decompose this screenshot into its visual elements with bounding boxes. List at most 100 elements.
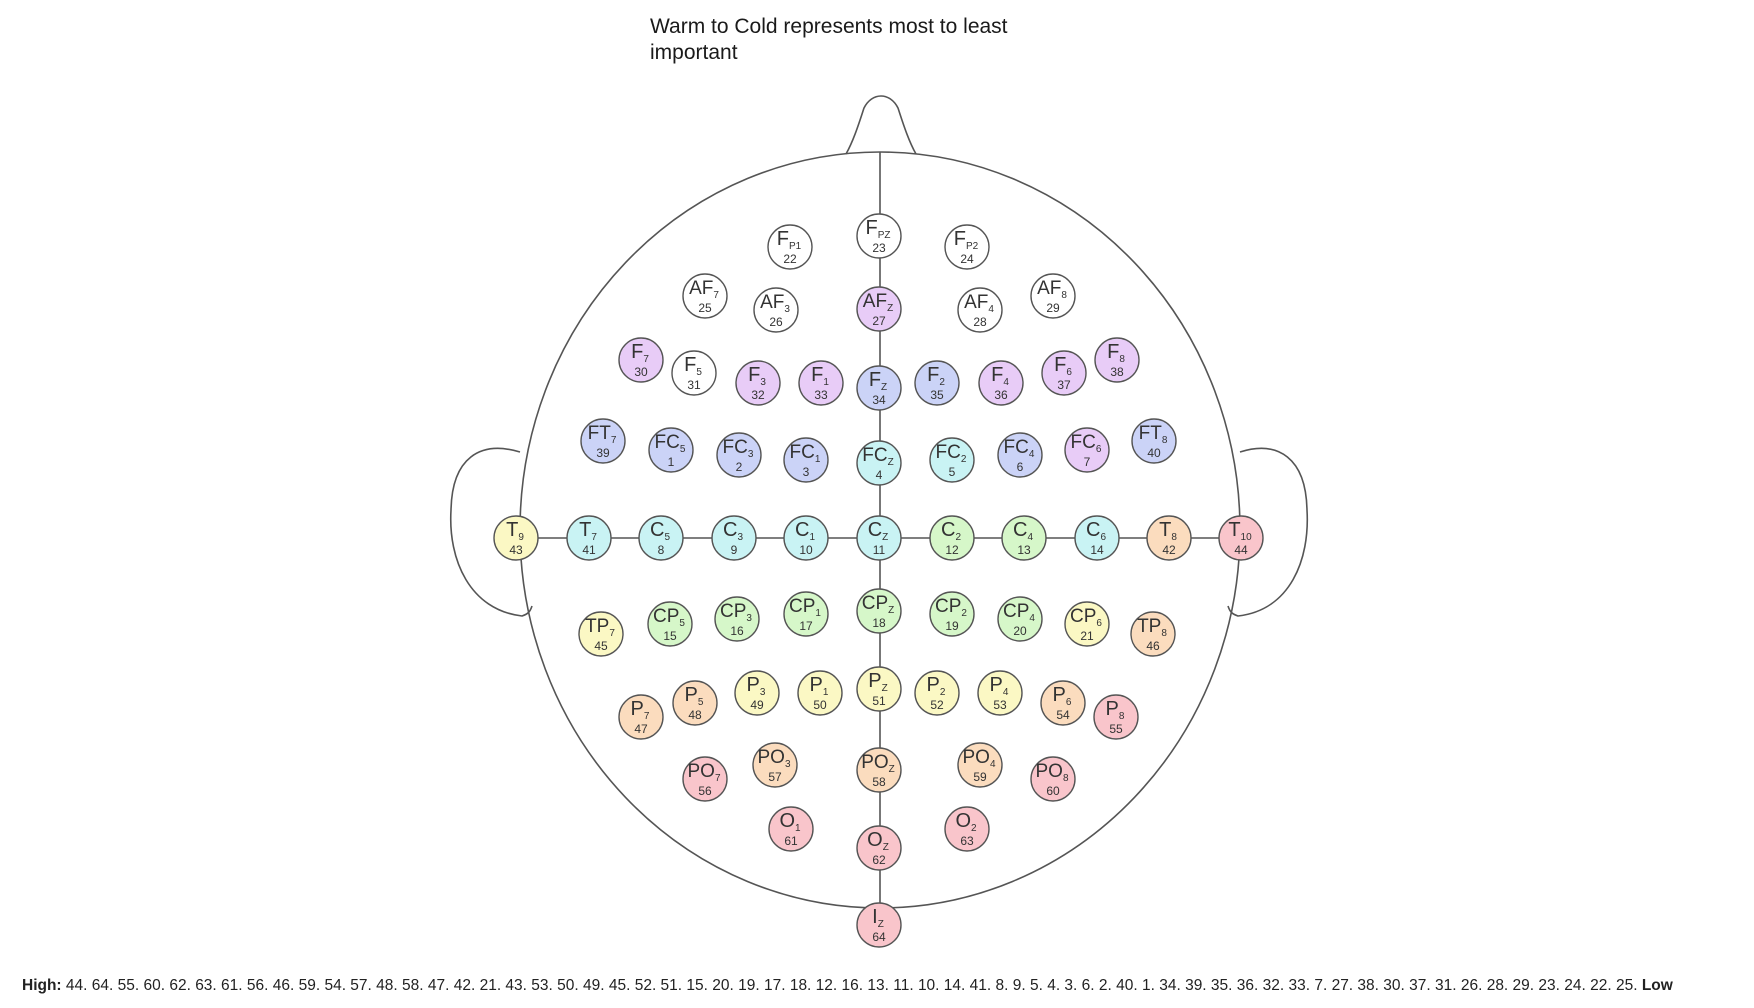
electrode-label: AFZ (863, 291, 893, 314)
electrode-number: 7 (1084, 455, 1091, 469)
electrode-circle (944, 224, 990, 270)
electrode-subscript: 1 (795, 823, 801, 834)
electrode-name: FC (936, 442, 961, 463)
electrode-subscript: 3 (784, 304, 790, 315)
electrode-label: CP5 (653, 606, 685, 629)
electrode-label: CP3 (720, 601, 752, 624)
electrode-subscript: 2 (971, 823, 977, 834)
electrode-subscript: 7 (611, 435, 617, 446)
electrode-subscript: 6 (1096, 444, 1102, 455)
electrode-subscript: Z (888, 605, 894, 616)
electrode-circle (618, 337, 664, 383)
electrode-circle (797, 670, 843, 716)
electrode-name: FC (655, 432, 680, 453)
electrode-circle (682, 273, 728, 319)
electrode-circle (856, 515, 902, 561)
electrode-label: FCZ (862, 445, 893, 468)
electrode-name: P (1053, 684, 1066, 706)
electrode-name: CP (862, 593, 888, 614)
electrode-name: P (990, 674, 1003, 696)
electrode-circle (929, 591, 975, 637)
electrode-circle (783, 437, 829, 483)
electrode-number: 34 (872, 393, 886, 407)
electrode-label: PZ (868, 670, 887, 694)
electrode-label: FPZ (866, 217, 891, 241)
electrode-number: 59 (973, 770, 987, 784)
electrode-circle (734, 670, 780, 716)
electrode-name: C (650, 519, 664, 541)
electrode-name: FT (588, 423, 612, 444)
electrode-circle (914, 670, 960, 716)
electrode-number: 41 (582, 543, 596, 557)
electrode-circle (671, 350, 717, 396)
electrode-number: 62 (872, 853, 886, 867)
electrode-name: P (927, 674, 940, 696)
electrode-number: 23 (872, 241, 886, 255)
electrode-number: 15 (663, 629, 677, 643)
electrode-circle (957, 287, 1003, 333)
electrode-number: 36 (994, 388, 1008, 402)
electrode-circle (783, 515, 829, 561)
electrode-number: 3 (803, 465, 810, 479)
electrode-circle (566, 515, 612, 561)
electrode-subscript: 4 (988, 304, 994, 315)
electrode-circle (997, 432, 1043, 478)
electrode-circle (1064, 601, 1110, 647)
electrode-subscript: 4 (1029, 449, 1035, 460)
electrode-number: 50 (813, 698, 827, 712)
electrode-circle (1218, 515, 1264, 561)
electrode-circle (914, 360, 960, 406)
electrode-label: FC5 (655, 432, 686, 455)
electrode-number: 25 (698, 301, 712, 315)
electrode-name: F (631, 341, 643, 363)
electrode-name: C (795, 519, 809, 541)
electrode-number: 11 (873, 543, 886, 557)
electrode-number: 39 (596, 446, 610, 460)
electrode-circle (714, 596, 760, 642)
electrode-circle (929, 437, 975, 483)
electrode-name: AF (689, 278, 713, 299)
electrode-subscript: 5 (679, 618, 685, 629)
electrode-name: AF (1037, 278, 1061, 299)
electrode-label: IZ (872, 906, 884, 930)
electrode-name: C (723, 519, 737, 541)
electrode-name: I (872, 906, 878, 928)
electrode-label: C4 (1013, 519, 1033, 543)
electrode-number: 35 (930, 388, 944, 402)
electrode-name: AF (760, 292, 784, 313)
electrode-label: F5 (684, 354, 702, 378)
electrode-label: FP2 (954, 228, 979, 252)
electrode-subscript: 9 (518, 532, 524, 543)
electrode-label: AF3 (760, 292, 790, 315)
electrode-label: CP2 (935, 596, 967, 619)
electrode-number: 43 (509, 543, 523, 557)
ranking-high-label: High: (22, 977, 62, 994)
electrode-label: OZ (867, 829, 889, 853)
electrode-name: F (927, 364, 939, 386)
electrode-circle (856, 365, 902, 411)
electrode-subscript: 6 (1066, 697, 1072, 708)
electrode-subscript: 6 (1100, 532, 1106, 543)
electrode-number: 22 (783, 252, 797, 266)
electrode-subscript: Z (888, 457, 894, 468)
electrode-label: FT7 (588, 423, 617, 446)
electrode-circle (580, 418, 626, 464)
electrode-subscript: 8 (1061, 290, 1067, 301)
electrode-label: PO3 (757, 747, 790, 770)
electrode-label: AF4 (964, 292, 994, 315)
electrode-number: 9 (731, 543, 738, 557)
